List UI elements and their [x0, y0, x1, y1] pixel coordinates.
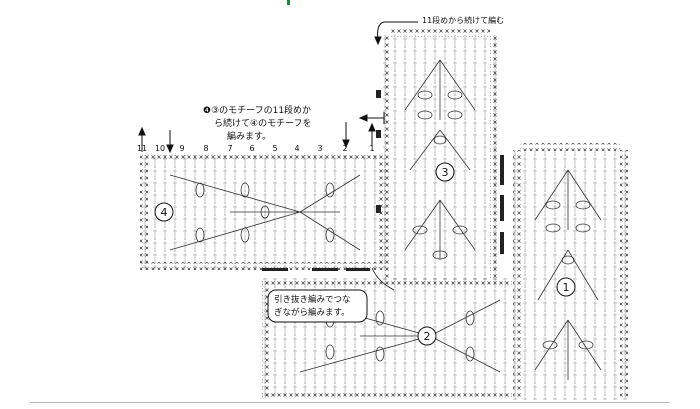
- down-arrow-icon: [342, 122, 350, 149]
- up-arrow-icon: [368, 122, 376, 145]
- instruction-line-3: 編みます。: [227, 130, 271, 142]
- slip-stitch-callout: 引き抜き編みでつな ぎながら編みます。: [267, 289, 368, 323]
- instruction-line-1: ❹③のモチーフの11段めか: [203, 104, 311, 116]
- callout-line-2: ぎながら編みます。: [274, 307, 350, 318]
- motif-2-label: 2: [424, 330, 431, 343]
- accent-mark: [287, 0, 290, 5]
- row-number: 8: [203, 144, 208, 153]
- down-arrow-icon: [166, 130, 174, 154]
- direction-arrows: [138, 21, 418, 291]
- row-number: 5: [272, 144, 277, 153]
- row-number: 10: [155, 144, 165, 153]
- motif-3-label: 3: [442, 166, 449, 179]
- row-number: 2: [342, 144, 347, 153]
- slip-stitch-pointer: [371, 267, 395, 291]
- bottom-rule: [30, 402, 670, 403]
- row-number: 9: [179, 144, 184, 153]
- instruction-line-2: ら続けて④のモチーフを: [214, 117, 312, 129]
- callout-line-1: 引き抜き編みでつな: [274, 294, 351, 305]
- row-number: 4: [294, 144, 299, 153]
- row-number: 1: [369, 144, 374, 153]
- left-arrow-icon: [358, 112, 385, 124]
- motif-3: [376, 29, 504, 280]
- motif-4-label: 4: [161, 206, 168, 219]
- motif-4: [140, 155, 386, 271]
- motif-1-label: 1: [563, 281, 570, 294]
- motif-4-instruction: ❹③のモチーフの11段めか ら続けて④のモチーフを 編みます。: [203, 104, 312, 142]
- start-row-note: 11段めから続けて編む: [422, 15, 504, 25]
- row-number: 3: [317, 144, 322, 153]
- motif-1: [513, 143, 628, 400]
- row-number: 6: [249, 144, 254, 153]
- start-arrow-icon: [374, 21, 418, 46]
- up-arrow-icon: [138, 126, 146, 152]
- row-number: 7: [227, 144, 232, 153]
